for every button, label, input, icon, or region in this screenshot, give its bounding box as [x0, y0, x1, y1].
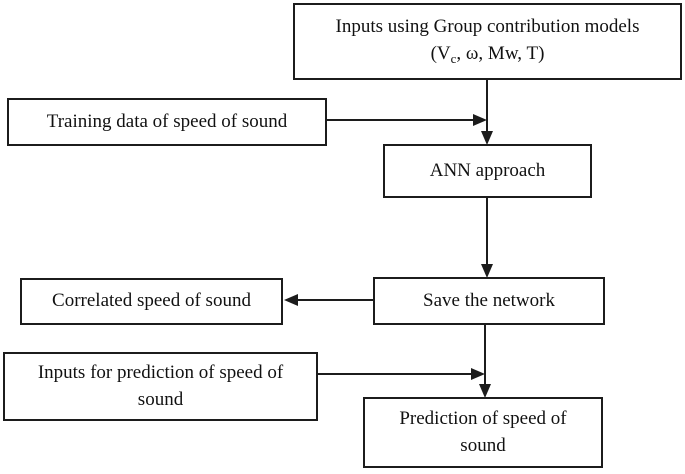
box-inputs-for-prediction: Inputs for prediction of speed of sound	[3, 352, 318, 421]
box-inputs-gcm-formula: (Vc, ω, Mw, T)	[431, 41, 545, 68]
box-prediction-of-speed-of-sound: Prediction of speed of sound	[363, 397, 603, 468]
box-inputs-prediction-label: Inputs for prediction of speed of sound	[37, 361, 284, 410]
box-inputs-gcm-line1: Inputs using Group contribution models	[335, 16, 640, 38]
box-inputs-group-contribution-models: Inputs using Group contribution models (…	[293, 3, 682, 80]
box-ann-approach-label: ANN approach	[429, 159, 546, 181]
box-training-data-label: Training data of speed of sound	[46, 110, 288, 132]
box-save-the-network: Save the network	[373, 277, 605, 325]
arrow-inputs-gcm-to-ann	[481, 80, 493, 145]
box-correlated-speed-of-sound: Correlated speed of sound	[20, 278, 283, 325]
formula-prefix: (V	[430, 43, 451, 65]
formula-subscript: c	[450, 51, 457, 67]
arrow-training-data-to-ann	[327, 114, 487, 126]
box-training-data: Training data of speed of sound	[7, 98, 327, 146]
box-ann-approach: ANN approach	[383, 144, 592, 198]
arrow-ann-to-save-network	[481, 198, 493, 278]
arrow-save-network-to-correlated	[284, 294, 373, 306]
box-prediction-label: Prediction of speed of sound	[399, 407, 567, 456]
formula-suffix: , ω, Mw, T)	[456, 43, 545, 65]
box-save-network-label: Save the network	[423, 289, 555, 311]
arrow-inputs-prediction-to-prediction	[318, 368, 485, 380]
arrow-save-network-to-prediction	[479, 325, 491, 398]
box-correlated-label: Correlated speed of sound	[52, 290, 251, 312]
